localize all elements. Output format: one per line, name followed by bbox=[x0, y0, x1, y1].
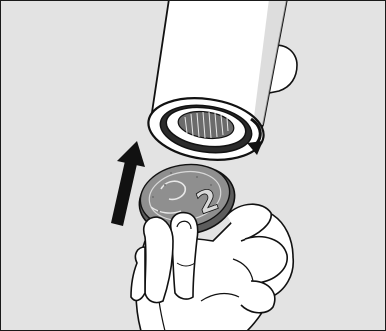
middle-finger bbox=[131, 247, 145, 300]
faucet-spout bbox=[144, 1, 297, 167]
arrow-shaft bbox=[111, 161, 137, 226]
hand-front bbox=[131, 213, 198, 303]
arrow-head bbox=[117, 141, 145, 167]
upward-arrow bbox=[111, 141, 145, 226]
thumb bbox=[171, 213, 198, 299]
